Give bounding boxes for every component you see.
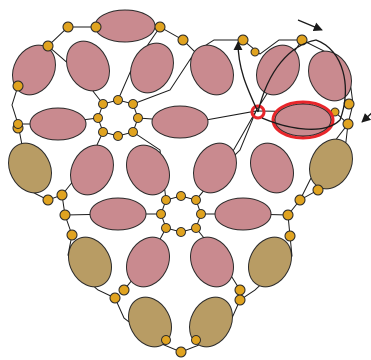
seed-bead — [128, 127, 138, 137]
seed-bead — [113, 131, 123, 141]
gold-bead — [8, 142, 52, 194]
seed-bead — [93, 113, 103, 123]
seed-bead — [191, 195, 201, 205]
pink-bead — [94, 9, 156, 43]
seed-bead — [250, 47, 260, 57]
pink-bead — [256, 44, 300, 96]
gold-beads — [8, 138, 353, 348]
direction-arrows — [233, 19, 371, 130]
seed-bead — [342, 118, 354, 130]
seed-bead — [282, 209, 294, 221]
seed-bead — [161, 335, 171, 345]
thread-lines — [11, 26, 354, 353]
pink-bead — [193, 142, 237, 194]
seed-bead — [237, 34, 249, 46]
seed-bead — [196, 209, 206, 219]
gold-bead — [309, 138, 353, 190]
seed-bead — [56, 189, 68, 201]
pink-beads — [12, 9, 352, 288]
highlighted-bead-outline — [271, 100, 335, 140]
pink-bead — [66, 40, 110, 92]
seed-bead — [191, 223, 201, 233]
pink-bead — [274, 103, 332, 137]
seed-bead — [234, 284, 246, 296]
seed-bead — [176, 227, 186, 237]
pink-bead — [70, 144, 114, 196]
arrow-icon — [361, 112, 371, 123]
seed-bead — [161, 195, 171, 205]
gold-bead — [128, 296, 172, 348]
seed-bead — [161, 223, 171, 233]
seed-bead — [59, 209, 71, 221]
pink-bead — [130, 42, 174, 94]
pink-bead — [89, 197, 147, 231]
arrow-icon — [233, 41, 259, 113]
pink-bead — [29, 107, 87, 141]
seed-bead — [12, 80, 24, 92]
pink-bead — [12, 44, 56, 96]
thread-path-loop — [257, 39, 347, 130]
seed-bead — [133, 113, 143, 123]
seed-bead — [191, 335, 201, 345]
seed-bead — [294, 194, 306, 206]
pink-bead — [190, 236, 234, 288]
highlighted-seed-outline — [250, 104, 266, 120]
seed-bead — [284, 230, 296, 242]
seed-bead — [113, 95, 123, 105]
seed-bead — [98, 99, 108, 109]
seed-bead — [42, 194, 54, 206]
seed-bead — [154, 21, 166, 33]
seed-bead — [128, 99, 138, 109]
thread-link-l — [132, 51, 196, 105]
seed-bead — [175, 346, 187, 358]
seed-bead — [177, 34, 189, 46]
seed-bead — [109, 292, 121, 304]
seed-bead — [312, 184, 324, 196]
seed-bead — [90, 21, 102, 33]
highlight-group — [250, 100, 335, 140]
seed-beads — [12, 21, 355, 358]
seed-bead — [42, 40, 54, 52]
gold-bead — [248, 236, 292, 288]
seed-bead — [118, 284, 130, 296]
pink-bead — [126, 236, 170, 288]
pink-bead — [308, 50, 352, 102]
seed-bead — [62, 21, 74, 33]
pink-bead — [250, 142, 294, 194]
seed-bead — [176, 191, 186, 201]
gold-bead — [68, 236, 112, 288]
seed-bead — [234, 294, 246, 306]
seed-bead — [66, 229, 78, 241]
seed-bead — [98, 127, 108, 137]
pink-bead — [190, 44, 234, 96]
pink-bead — [214, 197, 272, 231]
gold-bead — [189, 296, 233, 348]
pink-bead — [126, 144, 170, 196]
arrow-icon — [297, 19, 323, 32]
pink-bead — [151, 105, 209, 139]
seed-bead — [13, 119, 23, 129]
seed-bead — [156, 209, 166, 219]
